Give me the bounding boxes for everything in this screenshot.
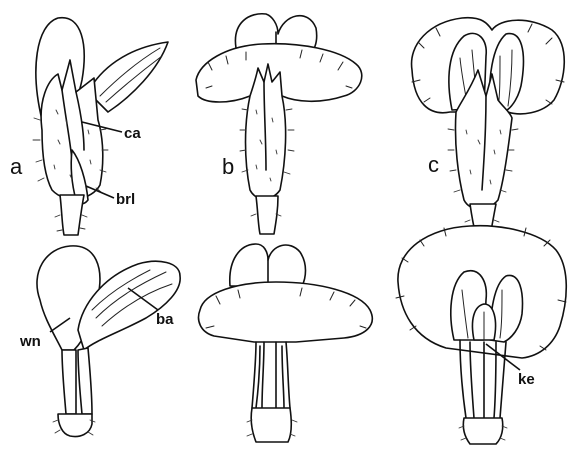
label-calyx-ca: ca <box>124 125 141 142</box>
panel-letter-c: c <box>428 152 439 177</box>
label-banner-ba: ba <box>156 311 174 328</box>
panel-c-flower-open: c <box>412 18 565 236</box>
panel-dissected-standard <box>199 244 373 442</box>
label-wing-wn: wn <box>19 333 41 350</box>
panel-b-flower-front: b <box>196 14 362 234</box>
label-bracteole-brl: brl <box>116 191 135 208</box>
panel-dissected-keel: ke <box>396 226 566 444</box>
panel-letter-b: b <box>222 154 234 179</box>
panel-a-flower-side: a ca brl <box>10 18 168 235</box>
panel-letter-a: a <box>10 154 23 179</box>
panel-dissected-wing-banner: wn ba <box>19 246 180 437</box>
label-keel-ke: ke <box>518 371 535 388</box>
